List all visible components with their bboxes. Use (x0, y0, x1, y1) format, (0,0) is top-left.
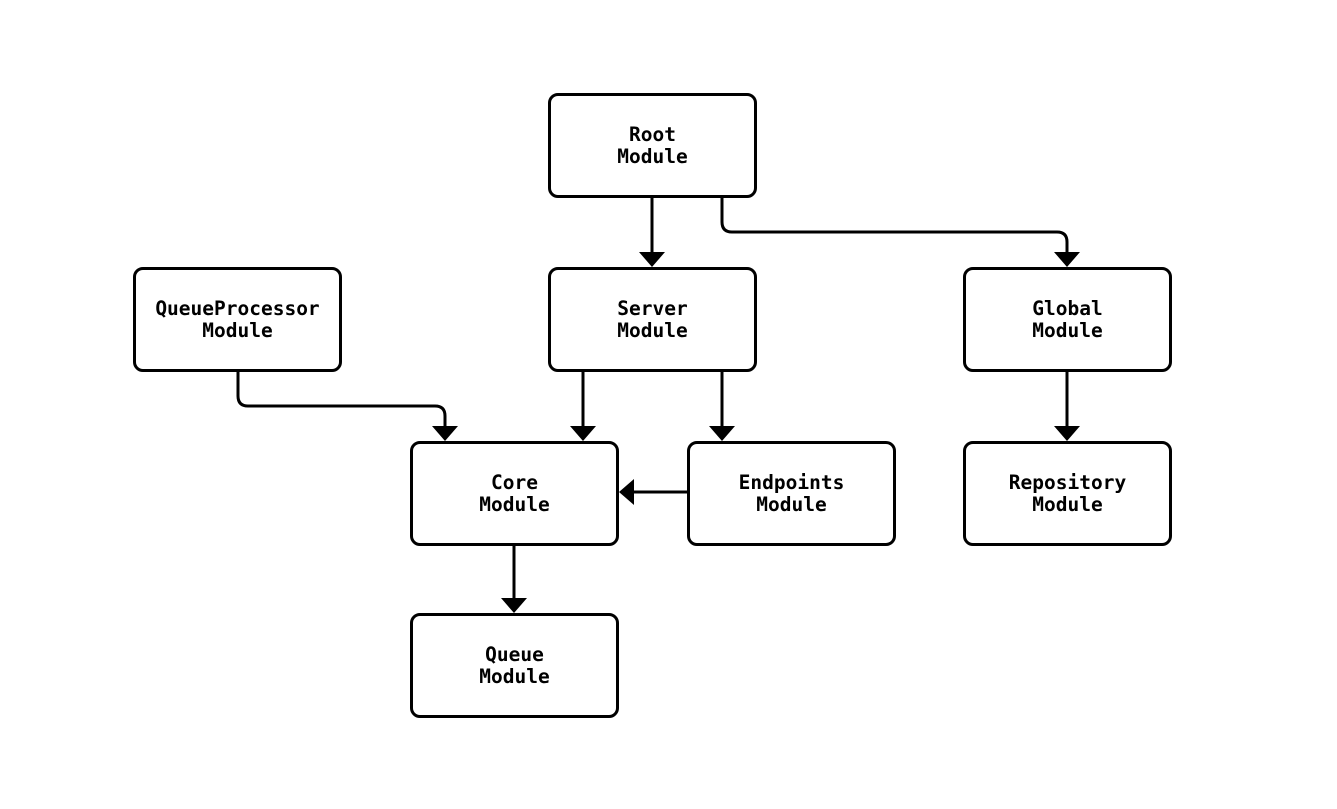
arrowhead (709, 426, 735, 441)
node-label-line: Core (491, 471, 538, 494)
node-label-line: Queue (485, 643, 544, 666)
edge-queueprocessor-to-core (236, 372, 458, 441)
edge-endpoints-to-core (619, 479, 687, 505)
node-label-line: Module (617, 318, 688, 342)
node-label-line: Repository (1008, 471, 1127, 494)
node-label-line: Module (479, 664, 550, 688)
node-label-line: Module (1032, 492, 1103, 516)
edge-server-to-core (570, 372, 596, 441)
edge-line (236, 372, 447, 426)
node-label-line: Endpoints (738, 471, 845, 494)
arrowhead (570, 426, 596, 441)
node-label-line: Module (617, 144, 688, 168)
arrowhead (619, 479, 634, 505)
node-label-line: Global (1032, 297, 1103, 320)
node-label-line: Module (479, 492, 550, 516)
node-label-line: Server (617, 297, 688, 320)
arrowhead (639, 252, 665, 267)
edge-core-to-queue (501, 546, 527, 613)
node-label-line: Module (1032, 318, 1103, 342)
edge-server-to-endpoints (709, 372, 735, 441)
node-label-line: Module (756, 492, 827, 516)
arrowhead (501, 598, 527, 613)
edge-root-to-global (720, 198, 1080, 267)
edge-line (720, 198, 1069, 252)
node-label-line: Root (629, 123, 676, 146)
arrowhead (1054, 252, 1080, 267)
node-label-line: Module (202, 318, 273, 342)
node-label-line: QueueProcessor (155, 297, 320, 320)
arrowhead (432, 426, 458, 441)
edge-global-to-repository (1054, 372, 1080, 441)
arrowhead (1054, 426, 1080, 441)
edge-root-to-server (639, 198, 665, 267)
